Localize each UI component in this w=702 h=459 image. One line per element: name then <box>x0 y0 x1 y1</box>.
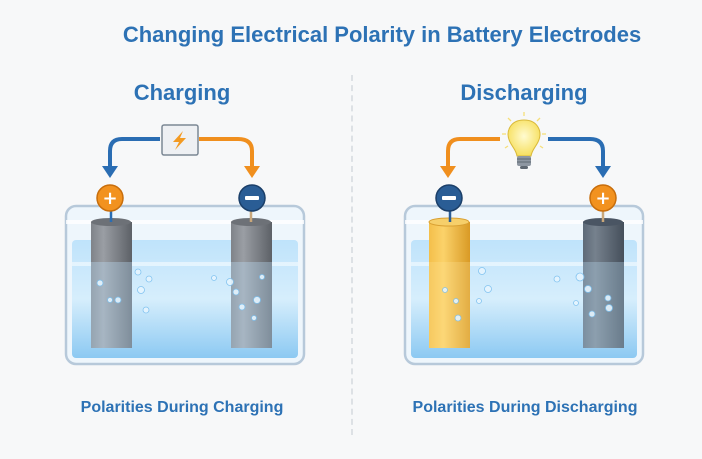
svg-text:+: + <box>102 188 117 209</box>
discharging-negative-electrode <box>429 222 470 348</box>
light-bulb-icon <box>502 112 546 169</box>
lightning-icon <box>173 131 186 150</box>
discharging-positive-electrode <box>583 222 624 348</box>
positive-terminal-icon <box>589 184 617 212</box>
charging-heading: Charging <box>133 80 231 105</box>
positive-terminal-icon <box>96 184 124 212</box>
diagram-title: Changing Electrical Polarity in Battery … <box>122 22 642 47</box>
discharging-diagram: + <box>403 112 645 366</box>
charging-caption: Polarities During Charging <box>80 399 284 416</box>
discharging-heading: Discharging <box>460 80 588 105</box>
charging-negative-electrode <box>231 222 272 348</box>
charging-diagram: + <box>64 124 306 366</box>
discharging-caption: Polarities During Discharging <box>412 399 638 416</box>
panel-divider <box>351 75 353 435</box>
svg-text:+: + <box>595 188 610 209</box>
